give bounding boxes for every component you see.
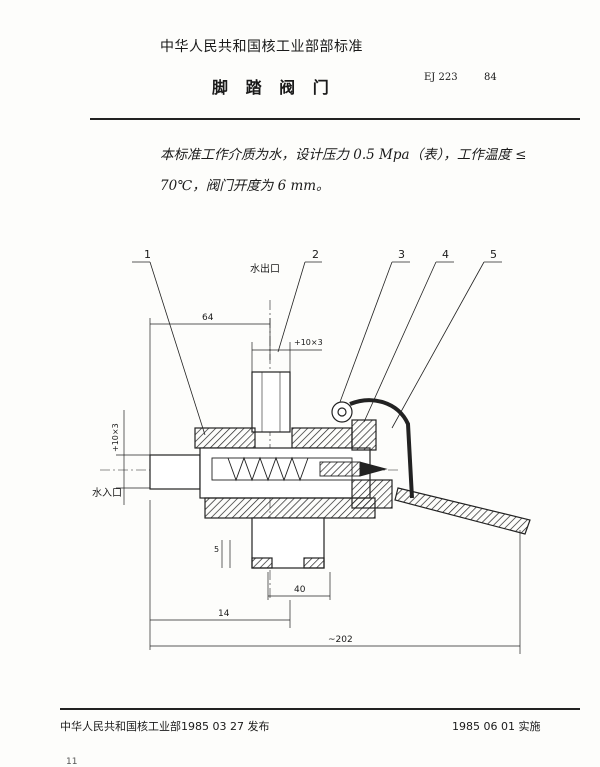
dim-64-text: 64	[202, 313, 214, 323]
valve-spindle	[211, 456, 388, 482]
dimension-64	[149, 318, 271, 468]
dim-14-text: 14	[218, 609, 230, 619]
part-label-1: 1	[144, 248, 151, 261]
pedal-lever	[331, 398, 531, 535]
specification-text: 本标准工作介质为水，设计压力 0.5 Mpa（表），工作温度 ≤ 70℃，阀门开…	[160, 147, 527, 194]
issuing-organization: 中华人民共和国核工业部部标准	[160, 39, 363, 55]
thread-top-callout	[251, 342, 322, 372]
document-title: 脚 踏 阀 门	[212, 78, 335, 97]
footer-rule	[60, 708, 580, 710]
leader-lines	[132, 261, 502, 436]
dim-thread-left-text: +10×3	[111, 423, 120, 452]
part-label-5: 5	[490, 248, 497, 261]
water-outlet-label: 水出口	[250, 262, 280, 275]
standard-year: 84	[484, 72, 497, 83]
dim-202-text: ~202	[328, 635, 353, 645]
issue-date: 中华人民共和国核工业部1985 03 27 发布	[60, 720, 270, 733]
outlet-pipe	[251, 371, 291, 433]
water-inlet-label: 水入口	[92, 487, 122, 499]
inlet-pipe	[149, 454, 201, 490]
thread-left-callout	[116, 410, 150, 505]
part-label-4: 4	[442, 248, 449, 261]
page-number: 11	[66, 757, 78, 767]
header-rule	[90, 118, 580, 120]
dim-thread-top-text: +10×3	[294, 338, 323, 347]
part-label-2: 2	[312, 248, 319, 261]
dim-40-text: 40	[294, 585, 306, 595]
bottom-dimensions	[149, 500, 521, 654]
part-label-3: 3	[398, 248, 405, 261]
support-block	[251, 517, 325, 569]
dim-5-text: 5	[214, 545, 219, 554]
implementation-date: 1985 06 01 实施	[452, 720, 541, 733]
standard-number: EJ 223	[424, 72, 458, 83]
